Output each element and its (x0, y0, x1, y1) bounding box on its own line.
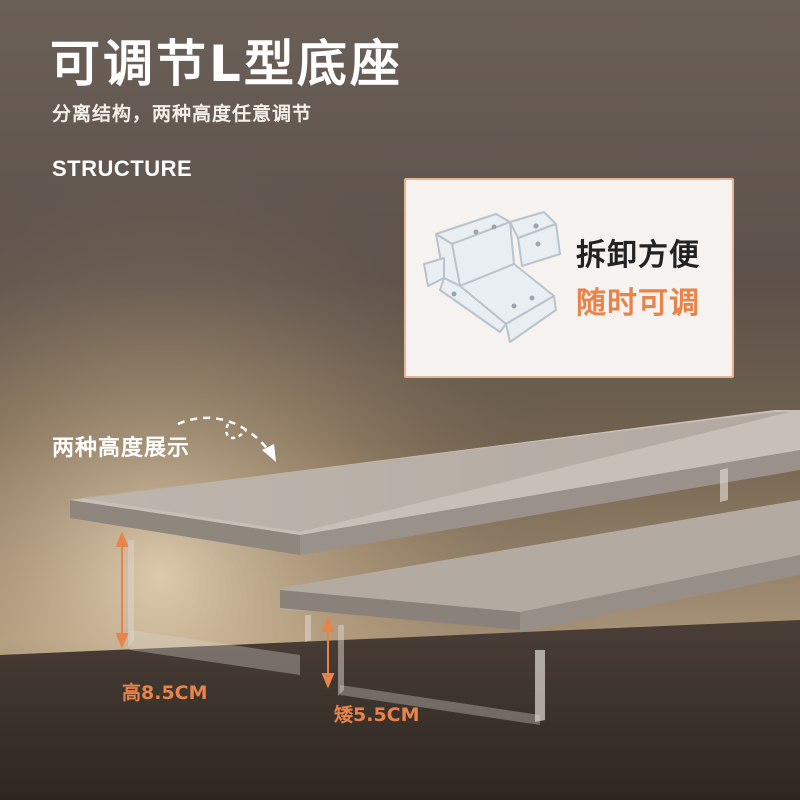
structure-label: STRUCTURE (52, 156, 193, 181)
curved-dashed-arrow (177, 416, 276, 462)
card-text-easy-removal: 拆卸方便 (576, 238, 700, 273)
high-height-label: 高8.5CM (122, 682, 208, 704)
feature-card: 拆卸方便 随时可调 (404, 178, 734, 378)
page-subtitle: 分离结构，两种高度任意调节 (52, 103, 313, 125)
high-measure-arrow (115, 531, 129, 649)
low-height-label: 矮5.5CM (334, 704, 420, 726)
height-demo-label: 两种高度展示 (52, 436, 191, 461)
card-text-adjustable: 随时可调 (576, 286, 700, 321)
page-title: 可调节L型底座 (50, 35, 403, 93)
low-measure-arrow (321, 616, 335, 689)
acrylic-bracket-icon (423, 211, 561, 343)
